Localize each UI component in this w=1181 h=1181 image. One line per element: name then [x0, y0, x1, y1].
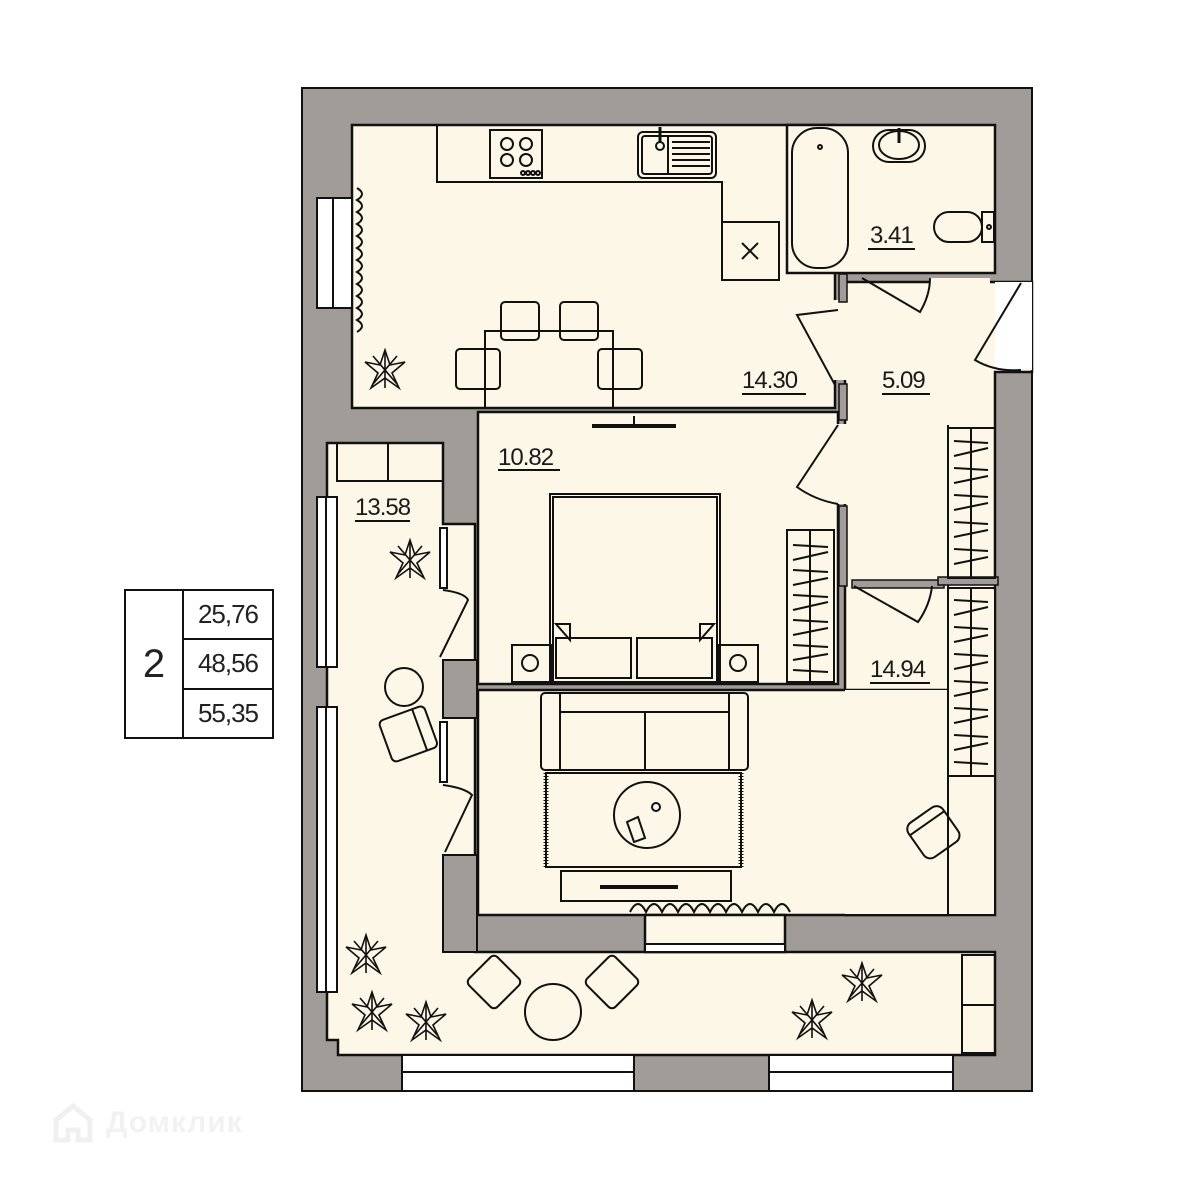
tv-stand: [560, 870, 732, 902]
watermark: Домклик: [48, 1098, 243, 1148]
bedroom-door: [795, 424, 839, 505]
balcony-furniture: [336, 442, 996, 1054]
total-area-value: 48,56: [184, 638, 272, 687]
plant-icon: [841, 960, 883, 1004]
plant-icon: [791, 997, 833, 1041]
rooms-count: 2: [126, 591, 184, 737]
house-logo-icon: [53, 1102, 93, 1143]
bathroom-floor: [785, 123, 997, 275]
living-furniture: [540, 692, 961, 915]
windows: [316, 197, 954, 1092]
nightstand-left: [511, 644, 553, 683]
hallway-area-label: 5.09: [882, 367, 925, 394]
balcony-side-table: [384, 667, 424, 707]
living-balcony-door: [442, 784, 474, 853]
bedroom-balcony-door: [439, 589, 470, 658]
watermark-text: Домклик: [106, 1106, 243, 1139]
living-area-label: 14.94: [870, 656, 926, 683]
armchair-living: [906, 805, 961, 860]
plant-icon: [364, 347, 406, 391]
rug: [545, 772, 742, 868]
balcony-area-label: 13.58: [355, 494, 411, 521]
kitchen-area-label: 14.30: [742, 367, 798, 394]
kitchen-floor: [350, 123, 837, 410]
fridge: [721, 221, 780, 281]
plant-icon: [351, 989, 393, 1033]
nightstand-right: [717, 644, 759, 683]
radiator: [355, 187, 363, 333]
kitchen-window: [316, 197, 353, 309]
balcony-armchair-left: [466, 954, 522, 1010]
living-door: [853, 585, 933, 624]
stove: [489, 129, 543, 179]
plants: [345, 347, 883, 1043]
balcony-cabinet-top: [336, 442, 444, 482]
balcony-armchair-right: [584, 954, 640, 1010]
kitchen-door: [795, 309, 839, 386]
area-list: 25,76 48,56 55,35: [184, 591, 272, 737]
living-curtain: [629, 903, 791, 915]
total-area-with-balcony-value: 55,35: [184, 687, 272, 737]
bathroom-area-label: 3.41: [870, 222, 913, 249]
entry-door: [973, 282, 1022, 372]
living-area-value: 25,76: [197, 599, 259, 630]
coffee-table: [613, 781, 681, 849]
plant-icon: [345, 932, 387, 976]
bathroom-fixtures: [791, 127, 995, 269]
balcony-armchair-upper: [378, 705, 439, 763]
apartment-summary: 2 25,76 48,56 55,35: [124, 589, 274, 739]
floors: [325, 123, 1034, 1057]
bathroom-door: [861, 277, 931, 314]
sink: [637, 131, 717, 179]
room-labels: 14.30 3.41 5.09 10.82 13.58 14.94: [355, 222, 930, 684]
dining-table: [484, 330, 614, 409]
balcony-round-table: [524, 983, 582, 1041]
doors: [439, 277, 1022, 853]
kitchen-furniture: [355, 125, 780, 428]
plant-icon: [405, 999, 447, 1043]
bedroom-area-label: 10.82: [498, 444, 554, 471]
living-door-window: [644, 943, 786, 953]
plant-icon: [389, 537, 431, 581]
bathtub: [791, 127, 849, 269]
